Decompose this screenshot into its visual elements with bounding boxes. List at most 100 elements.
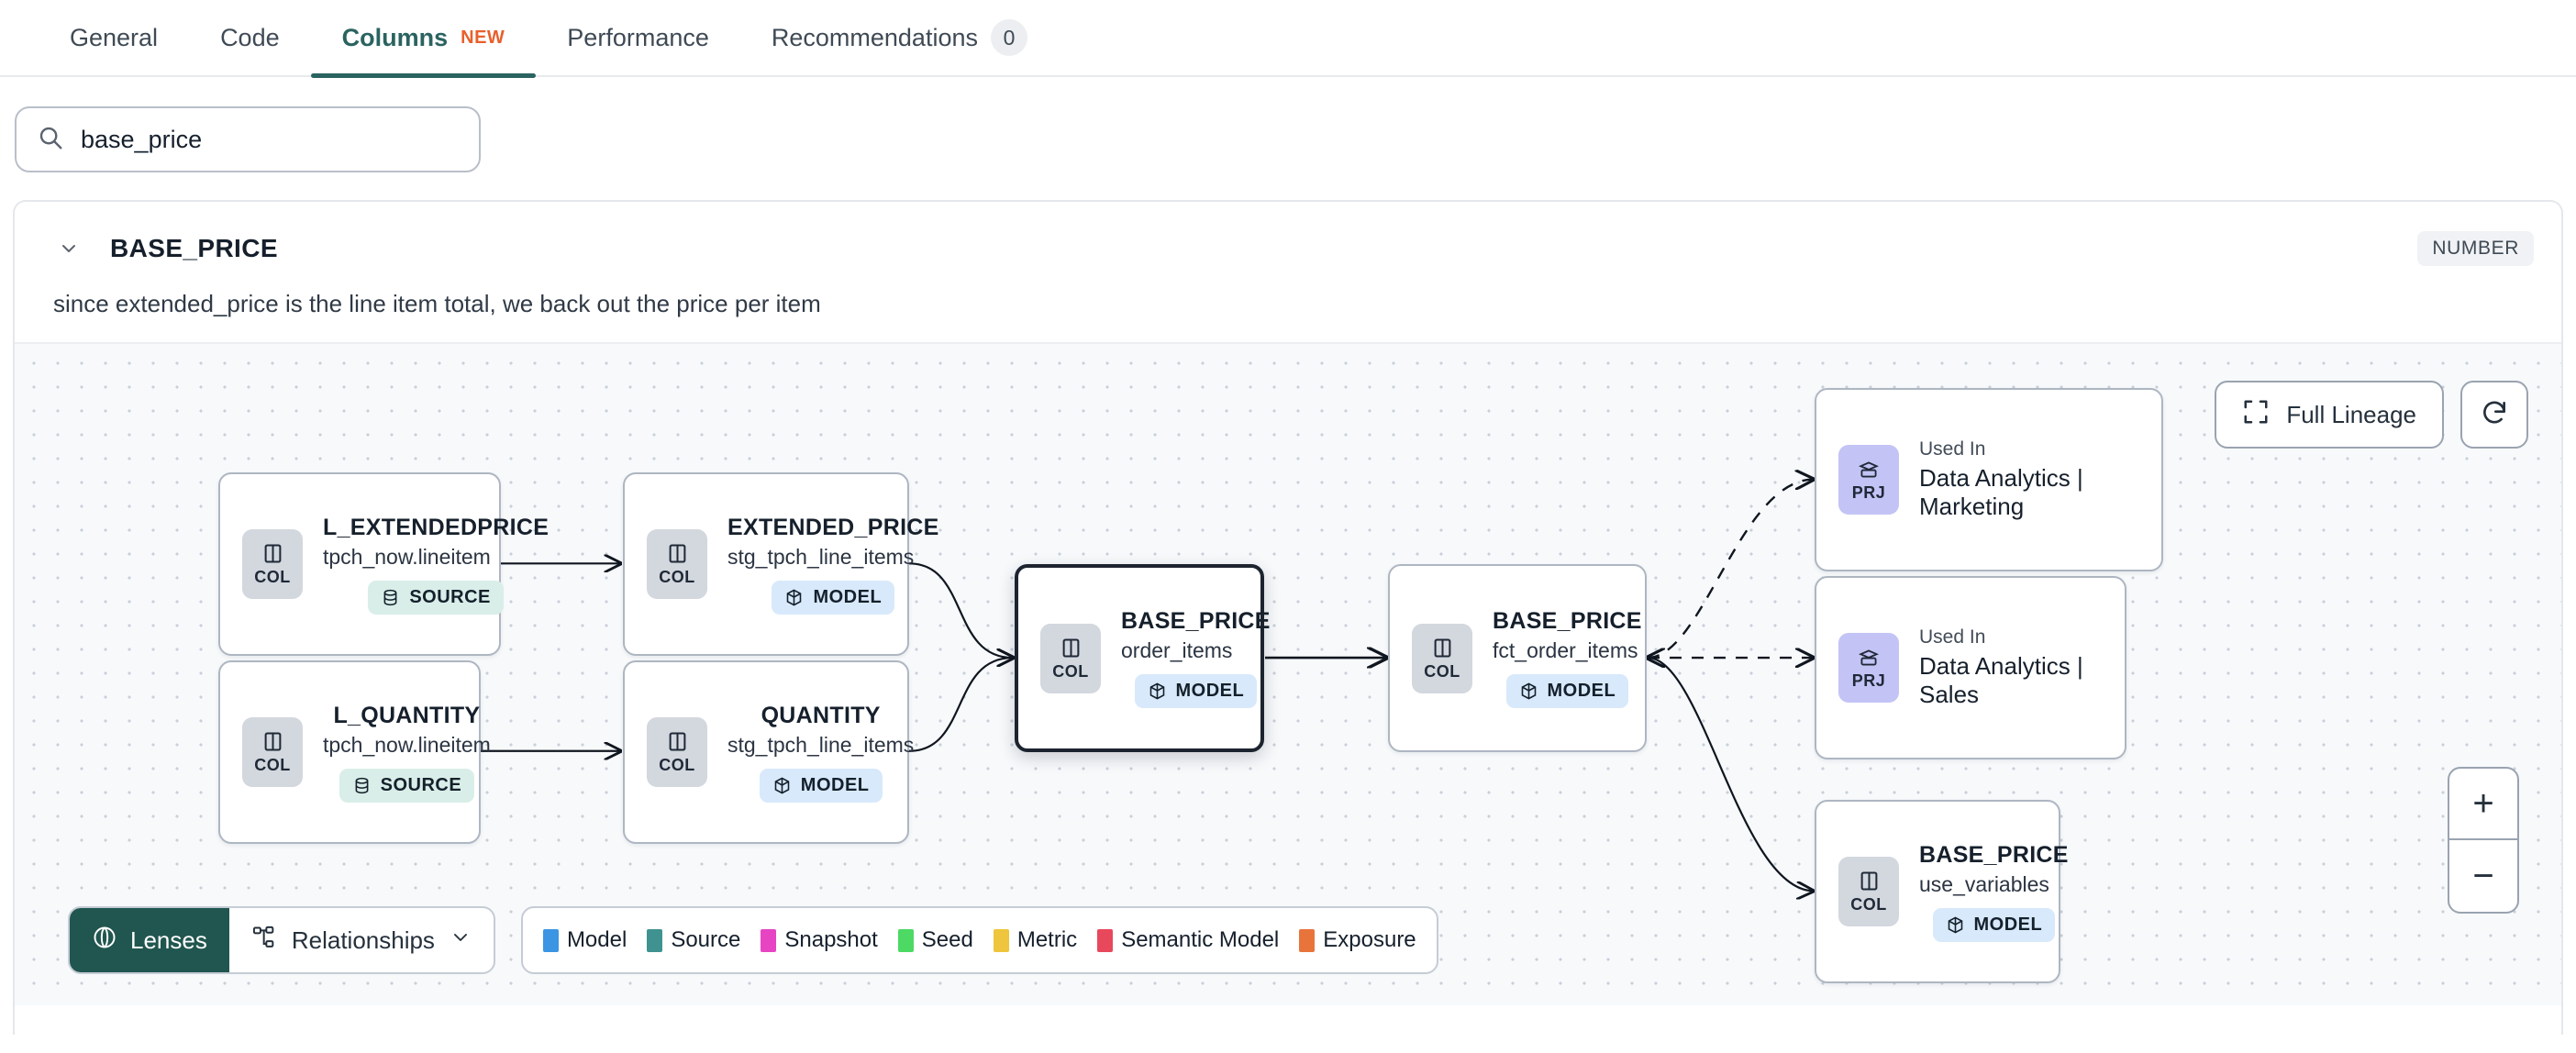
zoom-in-button[interactable]: +	[2449, 769, 2517, 840]
tab-label: General	[70, 23, 159, 51]
lineage-node-base-price-order-items[interactable]: COL BASE_PRICE order_items MODEL	[1015, 564, 1270, 752]
legend-swatch	[1097, 928, 1114, 952]
legend-label: Metric	[1016, 927, 1078, 952]
prj-icon-label: PRJ	[1851, 671, 1886, 690]
node-badge-label: MODEL	[1175, 681, 1245, 701]
node-type-badge: MODEL	[772, 580, 895, 615]
lineage-node-base-price-use-variables[interactable]: COL BASE_PRICE use_variables MODEL	[1815, 800, 2068, 983]
zoom-out-button[interactable]: −	[2472, 855, 2494, 896]
node-title: EXTENDED_PRICE	[727, 514, 939, 540]
lenses-label: Lenses	[130, 926, 207, 954]
node-title: BASE_PRICE	[1121, 608, 1271, 634]
lineage-node-quantity[interactable]: COL QUANTITY stg_tpch_line_items MODEL	[623, 660, 914, 844]
col-icon: COL	[647, 529, 707, 599]
lens-icon	[92, 925, 117, 957]
lineage-bottom-toolbar: Lenses Relationships Model	[68, 906, 1438, 974]
legend-label: Snapshot	[784, 927, 878, 952]
node-type-badge: MODEL	[1505, 674, 1629, 708]
col-icon: COL	[1838, 857, 1899, 926]
tab-columns[interactable]: Columns NEW	[310, 0, 537, 78]
node-badge-label: SOURCE	[380, 774, 462, 795]
search-input[interactable]: base_price	[15, 106, 481, 172]
legend-swatch	[542, 928, 559, 952]
tab-label: Performance	[567, 23, 709, 51]
legend-swatch	[647, 928, 663, 952]
node-subtitle: tpch_now.lineitem	[323, 544, 491, 569]
node-body: EXTENDED_PRICE stg_tpch_line_items MODEL	[707, 515, 956, 615]
prj-icon: PRJ	[1838, 633, 1899, 703]
col-icon-label: COL	[1850, 895, 1887, 914]
legend-label: Seed	[921, 927, 973, 952]
tab-performance[interactable]: Performance	[536, 0, 740, 76]
tab-recommendations[interactable]: Recommendations 0	[740, 0, 1059, 76]
node-badge-label: SOURCE	[409, 586, 491, 607]
lineage-node-project-marketing[interactable]: PRJ Used In Data Analytics | Marketing	[1815, 388, 2163, 571]
tab-new-badge: NEW	[461, 27, 505, 48]
relationships-icon	[251, 925, 277, 957]
node-body: QUANTITY stg_tpch_line_items MODEL	[707, 703, 930, 803]
legend-item-seed: Seed	[897, 927, 973, 953]
node-title: L_QUANTITY	[333, 702, 481, 728]
lineage-legend: Model Source Snapshot Seed Metric	[520, 906, 1438, 974]
node-kicker: Used In	[1919, 438, 1986, 460]
zoom-controls: + −	[2448, 767, 2519, 914]
col-icon-label: COL	[1424, 661, 1460, 681]
lenses-button[interactable]: Lenses	[70, 908, 229, 972]
full-lineage-label: Full Lineage	[2286, 400, 2416, 428]
node-type-badge: MODEL	[1932, 907, 2056, 942]
col-icon-label: COL	[254, 756, 291, 774]
col-icon-label: COL	[659, 756, 695, 774]
tab-label: Recommendations	[771, 23, 978, 51]
legend-label: Source	[671, 927, 741, 952]
tab-bar: General Code Columns NEW Performance Rec…	[0, 0, 2576, 78]
node-type-badge: SOURCE	[368, 580, 504, 615]
lineage-node-l-quantity[interactable]: COL L_QUANTITY tpch_now.lineitem SOURCE	[218, 660, 491, 844]
lineage-node-extended-price[interactable]: COL EXTENDED_PRICE stg_tpch_line_items M…	[623, 472, 938, 656]
node-badge-label: MODEL	[1547, 681, 1616, 701]
col-icon: COL	[1412, 623, 1472, 693]
legend-item-exposure: Exposure	[1299, 927, 1416, 953]
node-body: BASE_PRICE fct_order_items MODEL	[1472, 608, 1659, 708]
node-badge-label: MODEL	[813, 586, 883, 607]
col-icon: COL	[1040, 623, 1101, 693]
node-subtitle: use_variables	[1919, 871, 2049, 896]
search-value: base_price	[81, 125, 203, 153]
col-icon-label: COL	[1052, 661, 1089, 681]
node-title: BASE_PRICE	[1493, 608, 1642, 634]
lineage-canvas[interactable]: Full Lineage COL L_EXTENDEDPRICE tpch_no…	[15, 342, 2561, 1005]
prj-icon: PRJ	[1838, 445, 1899, 515]
node-body: Used In Data Analytics | Sales	[1899, 626, 2125, 709]
tab-label: Columns	[341, 23, 449, 51]
chevron-down-icon[interactable]	[53, 233, 84, 264]
node-body: L_QUANTITY tpch_now.lineitem SOURCE	[303, 703, 507, 803]
col-icon-label: COL	[254, 568, 291, 586]
legend-swatch	[993, 928, 1009, 952]
search-icon	[37, 124, 64, 156]
expand-icon	[2242, 398, 2270, 432]
node-subtitle: tpch_now.lineitem	[323, 732, 491, 757]
node-kicker: Used In	[1919, 626, 1986, 648]
tab-general[interactable]: General	[39, 0, 189, 76]
node-title: Data Analytics | Sales	[1919, 652, 2083, 708]
tab-code[interactable]: Code	[189, 0, 311, 76]
lineage-node-l-extendedprice[interactable]: COL L_EXTENDEDPRICE tpch_now.lineitem SO…	[218, 472, 549, 656]
node-title: L_EXTENDEDPRICE	[323, 514, 550, 540]
full-lineage-button[interactable]: Full Lineage	[2215, 381, 2444, 449]
relationships-dropdown[interactable]: Relationships	[229, 908, 494, 972]
node-subtitle: order_items	[1121, 638, 1233, 662]
lineage-node-base-price-fct-order-items[interactable]: COL BASE_PRICE fct_order_items MODEL	[1388, 564, 1647, 752]
lenses-group: Lenses Relationships	[68, 906, 495, 974]
legend-item-metric: Metric	[993, 927, 1078, 953]
refresh-button[interactable]	[2460, 381, 2528, 449]
col-icon-label: COL	[659, 568, 695, 586]
lineage-node-project-sales[interactable]: PRJ Used In Data Analytics | Sales	[1815, 576, 2126, 759]
legend-item-snapshot: Snapshot	[761, 927, 878, 953]
legend-item-model: Model	[542, 927, 627, 953]
relationships-label: Relationships	[291, 926, 435, 954]
col-icon: COL	[242, 717, 303, 787]
col-icon: COL	[242, 529, 303, 599]
node-title: Data Analytics | Marketing	[1919, 464, 2083, 520]
column-header: BASE_PRICE NUMBER	[15, 202, 2561, 270]
node-subtitle: fct_order_items	[1493, 638, 1638, 662]
node-title: QUANTITY	[761, 702, 881, 728]
